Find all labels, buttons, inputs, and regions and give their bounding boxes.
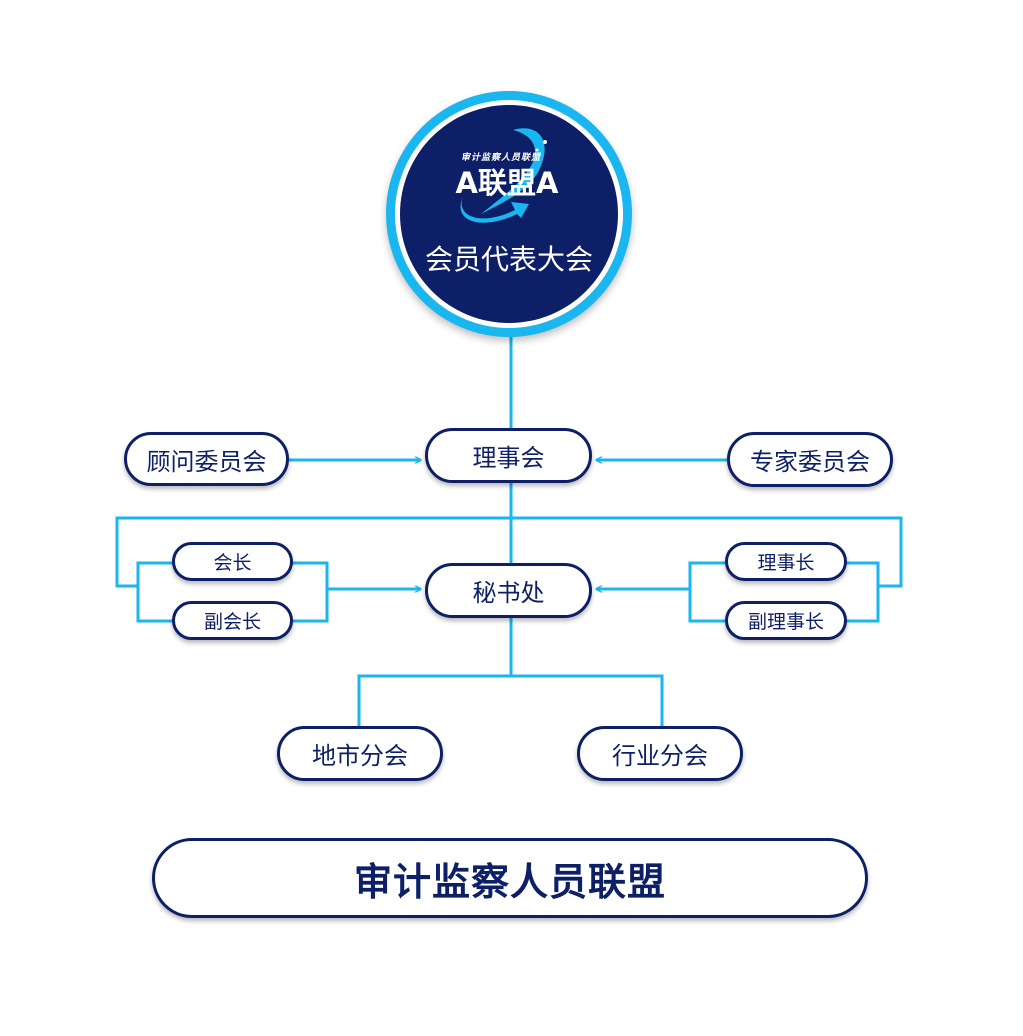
industry-branch-node[interactable]: 行业分会: [577, 726, 743, 781]
advisory-committee-node[interactable]: 顾问委员会: [124, 432, 289, 486]
city-branch-node[interactable]: 地市分会: [277, 726, 443, 781]
wide-bracket: [115, 516, 903, 588]
expert-committee-node[interactable]: 专家委员会: [727, 432, 893, 487]
left-sub-bracket-outer: [136, 561, 173, 623]
council-node[interactable]: 理事会: [425, 428, 592, 483]
alliance-logo: 审计监察人员联盟 A联盟A: [451, 124, 571, 230]
vice-chairman-node[interactable]: 副理事长: [725, 601, 847, 640]
logo-swoosh-icon: [460, 128, 547, 223]
logo-subtitle: 审计监察人员联盟: [460, 153, 541, 163]
logo-text: A联盟A: [455, 166, 559, 200]
right-sub-bracket-outer: [846, 561, 880, 623]
secretariat-node[interactable]: 秘书处: [425, 563, 592, 618]
right-sub-bracket-inner: [688, 561, 725, 623]
chairman-node[interactable]: 理事长: [725, 542, 847, 581]
president-node[interactable]: 会长: [172, 542, 293, 581]
bottom-split: [357, 674, 664, 729]
alliance-title-banner: 审计监察人员联盟: [152, 838, 868, 918]
general-assembly-label: 会员代表大会: [424, 243, 593, 276]
vice-president-node[interactable]: 副会长: [172, 601, 293, 640]
left-sub-bracket-inner: [292, 561, 329, 623]
